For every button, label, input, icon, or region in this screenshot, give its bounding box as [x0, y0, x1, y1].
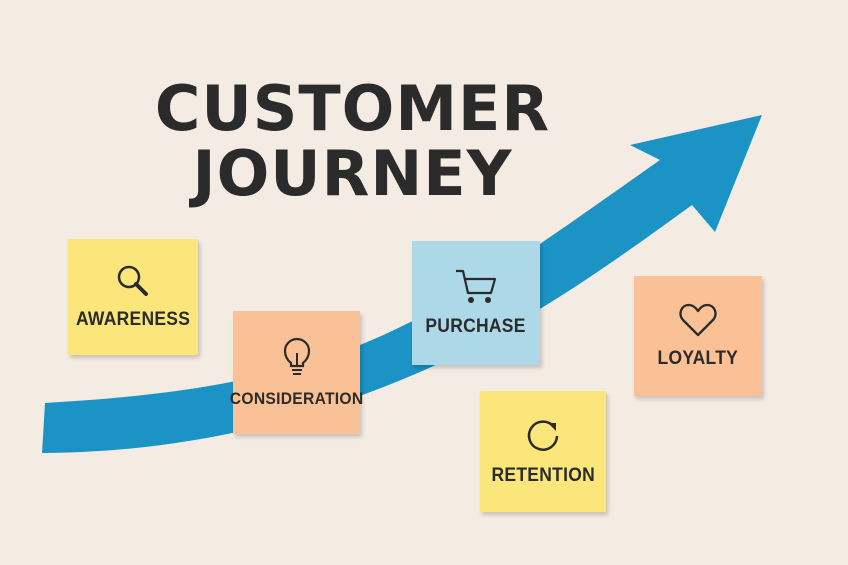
search-icon	[117, 265, 148, 296]
stage-label: LOYALTY	[657, 348, 739, 369]
stage-awareness: AWARENESS	[68, 239, 198, 355]
refresh-icon	[527, 419, 559, 451]
stage-label: PURCHASE	[425, 316, 527, 337]
heart-icon	[679, 303, 717, 337]
stage-label: RETENTION	[491, 464, 595, 486]
stage-loyalty: LOYALTY	[634, 276, 762, 396]
title-line-2: JOURNEY	[192, 137, 513, 210]
stage-label: CONSIDERATION	[229, 388, 364, 408]
title-line-1: CUSTOMER	[154, 72, 551, 145]
lightbulb-icon	[283, 337, 310, 375]
stage-purchase: PURCHASE	[412, 241, 540, 365]
stage-retention: RETENTION	[480, 391, 606, 512]
stage-label: AWARENESS	[75, 309, 191, 330]
stage-consideration: CONSIDERATION	[230, 311, 363, 434]
shopping-cart-icon	[456, 269, 497, 303]
